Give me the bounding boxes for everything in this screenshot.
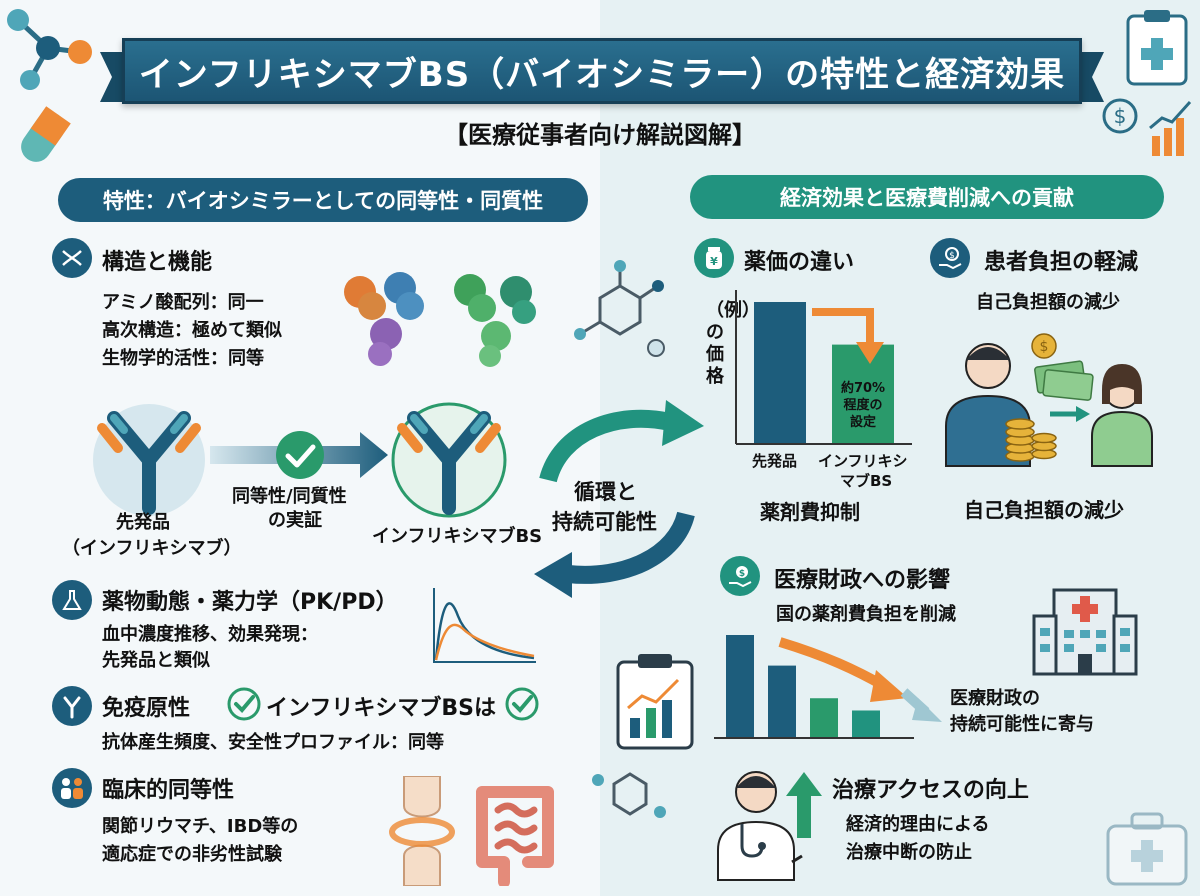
molecule-decoration-center xyxy=(574,260,665,357)
people-icon xyxy=(52,768,92,808)
equivalence-label-sub: の実証 xyxy=(268,510,322,531)
original-drug-label-sub: （インフリキシマブ） xyxy=(62,538,242,559)
price-caption: 薬剤費抑制 xyxy=(760,500,860,524)
immuno-line: 抗体産生頻度、安全性プロファイル：同等 xyxy=(102,732,444,753)
page-title: インフリキシマブBS（バイオシミラー）の特性と経済効果 xyxy=(138,54,1066,95)
price-axis-label: （例）の価格 xyxy=(706,300,760,387)
biosimilar-antibody-icon xyxy=(391,402,507,518)
antibody-small-icon xyxy=(52,686,92,726)
svg-text:$: $ xyxy=(1114,104,1127,128)
patient-burden-illustration: $ xyxy=(945,333,1153,467)
finance-trend-bar xyxy=(852,710,880,737)
cycle-label-2: 持続可能性 xyxy=(552,510,657,534)
finance-trend-bar xyxy=(726,635,754,737)
finance-result-line-2: 持続可能性に寄与 xyxy=(950,714,1094,735)
immuno-inline-label: インフリキシマブBSは xyxy=(266,696,496,721)
svg-text:$: $ xyxy=(949,251,955,261)
clipboard-decoration-icon xyxy=(1126,10,1188,86)
price-bar-label-original: 先発品 xyxy=(752,452,798,470)
flask-icon xyxy=(52,580,92,620)
original-drug-label: 先発品 xyxy=(116,512,170,533)
patient-sub: 自己負担額の減少 xyxy=(976,292,1120,313)
structure-line-1: アミノ酸配列：同一 xyxy=(102,292,264,313)
price-title: 薬価の違い xyxy=(744,250,855,275)
patient-caption: 自己負担額の減少 xyxy=(964,498,1124,522)
cycle-label-1: 循環と xyxy=(574,480,637,504)
hand-coin-icon: $ xyxy=(930,238,970,278)
coin-growth-decoration-icon: $ xyxy=(1102,98,1192,156)
pk-curve-chart xyxy=(433,588,536,663)
finance-result-line-1: 医療財政の xyxy=(950,688,1040,709)
medical-kit-decoration-icon xyxy=(1106,812,1188,886)
pkpd-line-1: 血中濃度推移、効果発現： xyxy=(102,624,318,645)
check-icon xyxy=(227,687,261,721)
hand-dollar-icon: $ xyxy=(720,556,760,596)
price-annotation-line-2: 程度の xyxy=(843,398,883,413)
structure-line-3: 生物学的活性：同等 xyxy=(102,348,264,369)
title-banner: インフリキシマブBS（バイオシミラー）の特性と経済効果 xyxy=(122,38,1082,104)
finance-title: 医療財政への影響 xyxy=(774,568,951,593)
structure-line-2: 高次構造：極めて類似 xyxy=(102,320,282,341)
clinical-line-2: 適応症での非劣性試験 xyxy=(102,844,282,865)
clinical-title: 臨床的同等性 xyxy=(102,778,235,803)
patient-title: 患者負担の軽減 xyxy=(984,250,1139,275)
price-bar-label-biosimilar: インフリキシ xyxy=(818,452,908,470)
svg-text:$: $ xyxy=(739,569,745,579)
finance-trend-bar xyxy=(768,665,796,737)
hospital-icon xyxy=(1032,588,1138,676)
joint-illustration xyxy=(389,776,455,886)
price-down-arrow xyxy=(812,308,884,364)
biosimilar-label: インフリキシマブBS xyxy=(372,526,543,547)
intestine-illustration xyxy=(476,786,554,886)
svg-text:$: $ xyxy=(1040,339,1049,355)
price-annotation-badge: 約70% 程度の 設定 xyxy=(832,380,894,431)
price-annotation-line-1: 約70% xyxy=(840,381,886,396)
dna-icon xyxy=(52,238,92,278)
immuno-title: 免疫原性 xyxy=(102,696,191,721)
up-arrow-icon xyxy=(786,772,822,838)
svg-text:¥: ¥ xyxy=(710,255,718,268)
pkpd-title: 薬物動態・薬力学（PK/PD） xyxy=(102,590,398,615)
original-antibody-icon xyxy=(93,404,205,516)
molecule-decoration-top-left xyxy=(7,9,92,162)
right-section-header: 経済効果と医療費削減への貢献 xyxy=(690,175,1164,219)
finance-sub: 国の薬剤費負担を削減 xyxy=(776,604,956,625)
left-section-header: 特性：バイオシミラーとしての同等性・同質性 xyxy=(58,178,588,222)
pkpd-line-2: 先発品と類似 xyxy=(102,650,210,671)
structure-title: 構造と機能 xyxy=(102,250,213,275)
check-icon-2 xyxy=(505,687,539,721)
money-jar-icon: ¥ xyxy=(694,238,734,278)
price-annotation-line-3: 設定 xyxy=(849,415,876,430)
chart-clipboard-icon xyxy=(616,654,694,750)
doctor-illustration xyxy=(717,771,803,881)
access-line-1: 経済的理由による xyxy=(846,814,990,835)
price-bar-chart xyxy=(735,290,912,445)
page-subtitle: 【医療従事者向け解説図解】 xyxy=(444,121,756,149)
clinical-line-1: 関節リウマチ、IBD等の xyxy=(102,816,299,837)
molecule-decoration-bottom xyxy=(592,772,666,818)
price-bar-original xyxy=(754,302,806,443)
access-title: 治療アクセスの向上 xyxy=(832,778,1029,803)
price-bar-biosimilar xyxy=(832,344,894,443)
finance-trend-chart xyxy=(714,635,914,739)
equivalence-arrow xyxy=(210,431,388,479)
finance-trend-bar xyxy=(810,698,838,737)
protein-structure-image xyxy=(344,272,536,367)
price-bar-label-biosimilar-2: マブBS xyxy=(840,472,893,490)
finance-down-arrow xyxy=(778,637,942,722)
access-line-2: 治療中断の防止 xyxy=(846,842,972,863)
cycle-arrows xyxy=(534,400,704,598)
equivalence-label: 同等性/同質性 xyxy=(232,486,347,507)
